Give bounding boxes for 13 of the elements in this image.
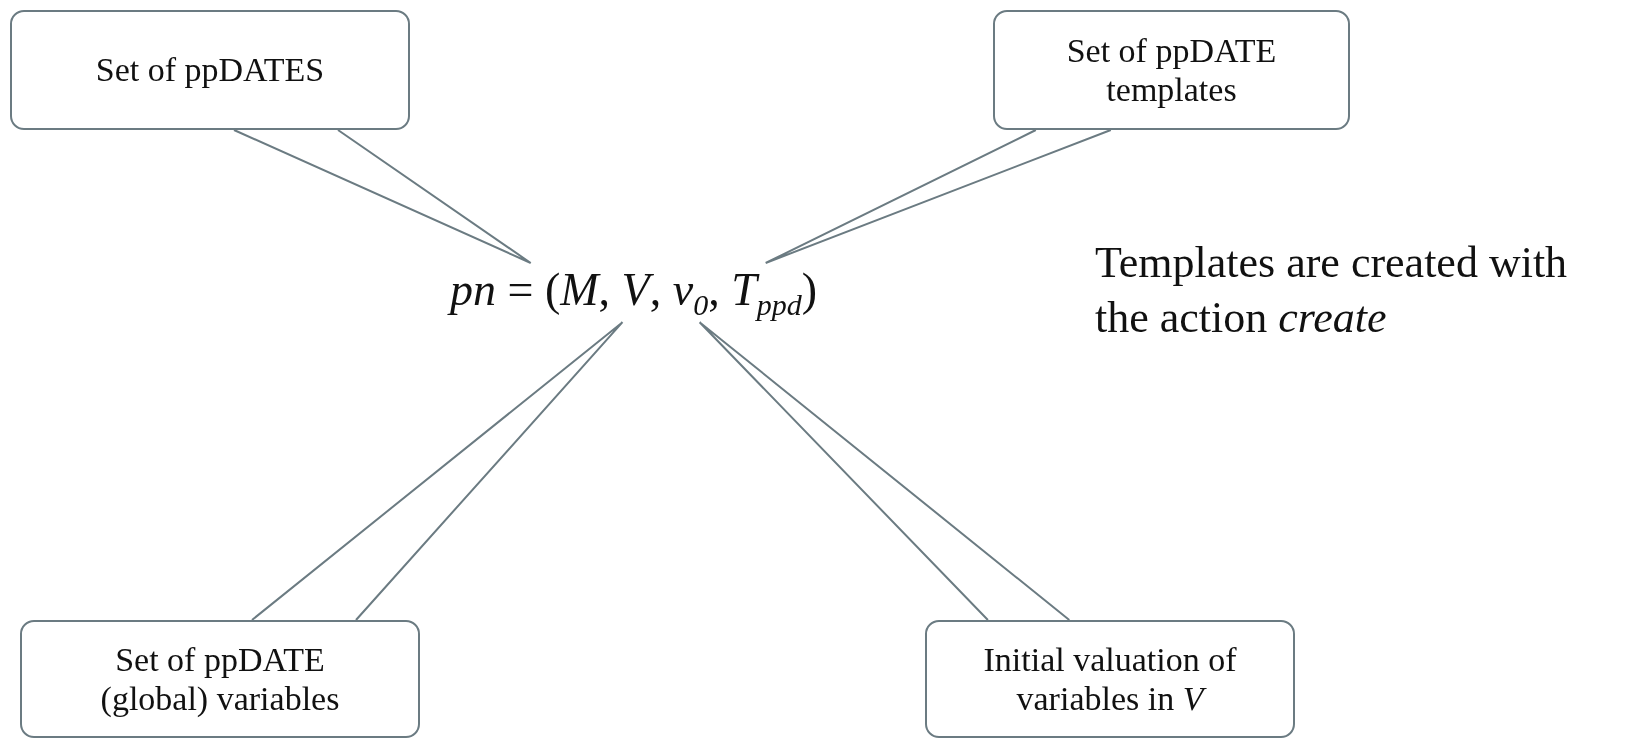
callout-text: Initial valuation of variables in V xyxy=(982,639,1238,719)
callout-pointer xyxy=(233,129,532,264)
note-text: Templates are created with the action create xyxy=(1095,237,1569,344)
callout-pointer xyxy=(698,321,1071,621)
callout-box xyxy=(20,620,420,738)
callout-box xyxy=(993,10,1350,130)
callout-text: Set of ppDATE templates xyxy=(1065,30,1278,110)
callout-text: Set of ppDATE (global) variables xyxy=(99,639,341,719)
callout-text: Set of ppDATES xyxy=(95,50,325,90)
callout-pointer xyxy=(764,129,1112,264)
callout-box xyxy=(10,10,410,130)
callout-box xyxy=(925,620,1295,738)
callout-pointer xyxy=(251,321,624,621)
